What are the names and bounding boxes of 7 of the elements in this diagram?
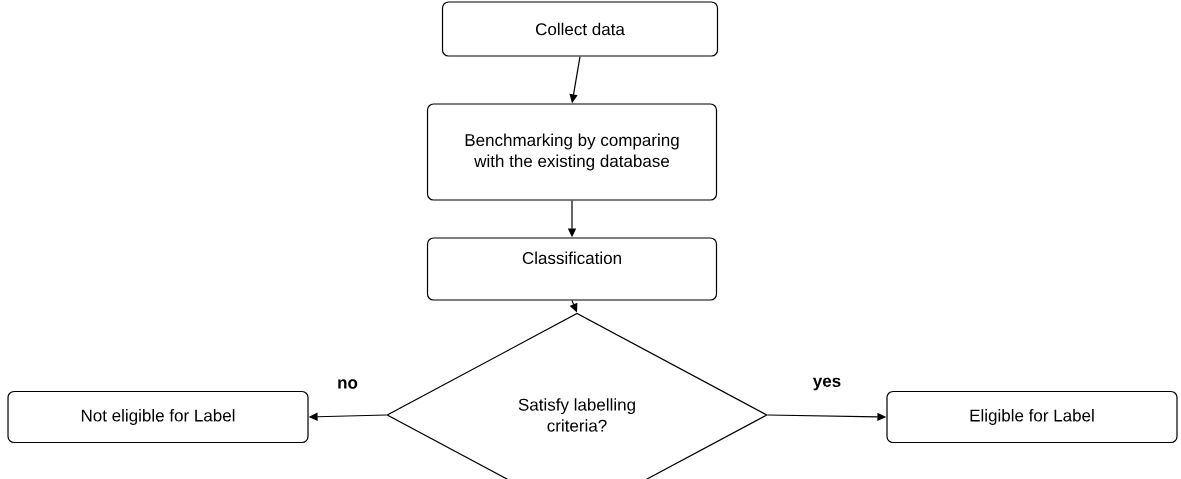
edge-label: no	[335, 377, 360, 391]
process-box: Eligible for Label	[886, 390, 1178, 444]
process-box: Collect data	[441, 1, 719, 57]
process-box: Benchmarking by comparing with the existing database	[426, 103, 718, 201]
edge-label: yes	[810, 375, 844, 393]
process-box: Not eligible for Label	[7, 390, 309, 444]
process-box: Classification	[426, 237, 718, 301]
